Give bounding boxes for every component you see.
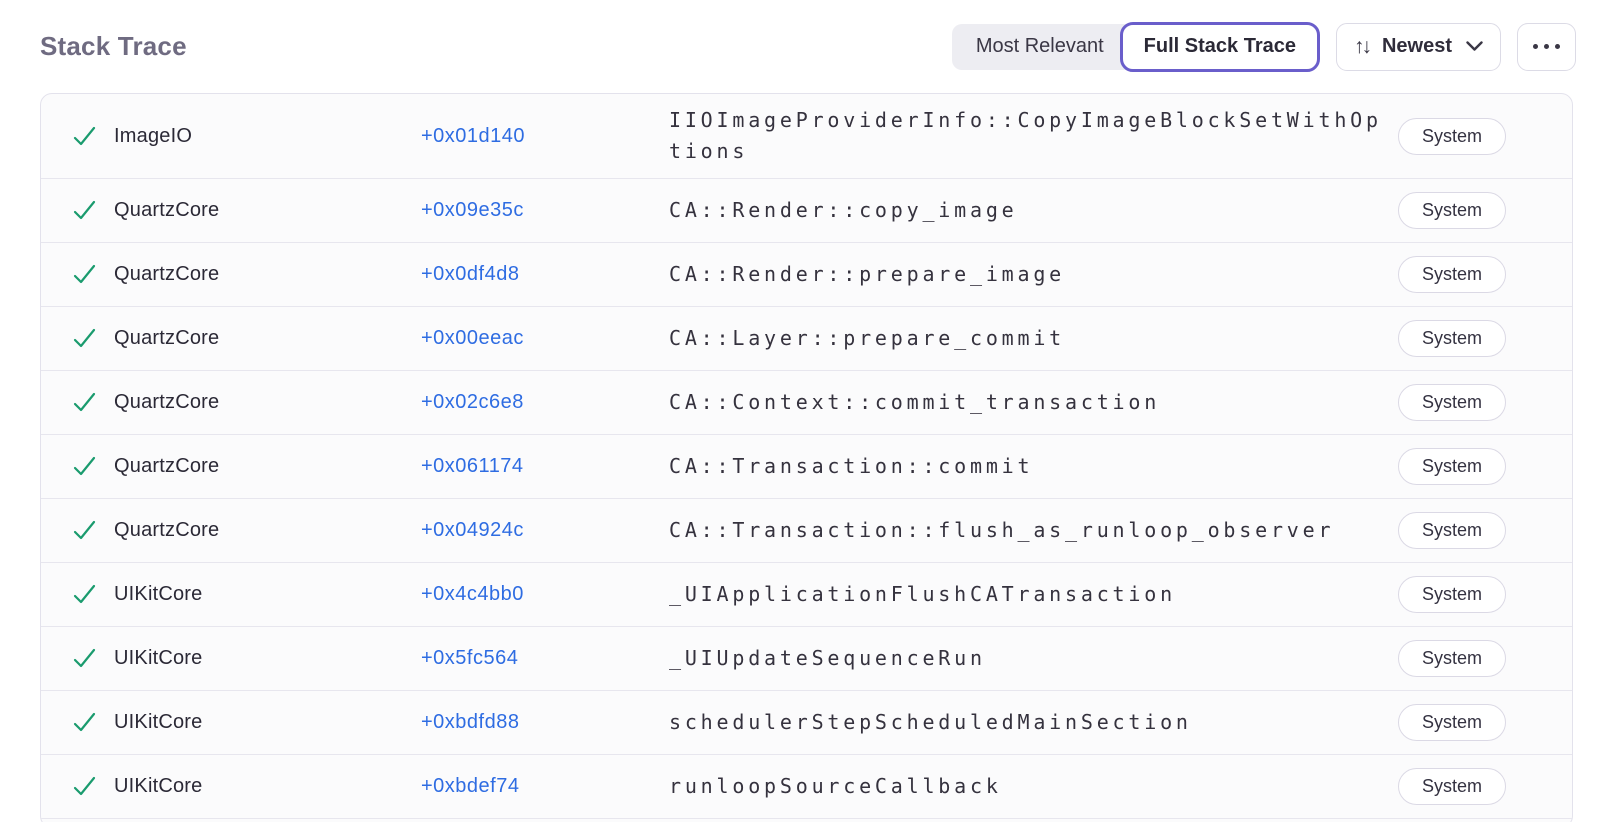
frame-origin-badge: System bbox=[1397, 384, 1506, 421]
stack-frame-row[interactable]: UIKitCore +0xbdfd88 schedulerStepSchedul… bbox=[41, 691, 1572, 755]
frame-module: QuartzCore bbox=[114, 519, 220, 541]
frame-address-link[interactable]: +0x01d140 bbox=[421, 124, 526, 147]
frame-module: QuartzCore bbox=[114, 263, 220, 285]
stack-frame-row[interactable]: UIKitCore +0xbdef74 runloopSourceCallbac… bbox=[41, 755, 1572, 819]
stack-frame-row[interactable]: QuartzCore +0x00eeac CA::Layer::prepare_… bbox=[41, 307, 1572, 371]
check-icon bbox=[71, 517, 114, 544]
frame-module: QuartzCore bbox=[114, 455, 220, 477]
frame-address-link[interactable]: +0xbdfd88 bbox=[421, 711, 520, 733]
check-icon bbox=[71, 453, 114, 480]
frame-origin-badge: System bbox=[1397, 512, 1506, 549]
frame-function: CA::Render::prepare_image bbox=[669, 262, 1066, 286]
check-icon bbox=[71, 261, 114, 288]
stack-frame-row[interactable]: QuartzCore +0x09e35c CA::Render::copy_im… bbox=[41, 179, 1572, 243]
stack-trace-table: ImageIO +0x01d140 IIOImageProviderInfo::… bbox=[40, 93, 1573, 822]
frame-module: ImageIO bbox=[114, 124, 193, 147]
check-icon bbox=[71, 123, 114, 150]
ellipsis-icon bbox=[1555, 44, 1560, 49]
frame-function: _UIApplicationFlushCATransaction bbox=[669, 582, 1176, 606]
frame-function: CA::Render::copy_image bbox=[669, 198, 1018, 222]
frame-origin-badge: System bbox=[1397, 192, 1506, 229]
frame-function: CA::Context::commit_transaction bbox=[669, 390, 1161, 414]
check-icon bbox=[71, 325, 114, 352]
sort-label: Newest bbox=[1381, 35, 1452, 57]
frame-origin-badge: System bbox=[1397, 117, 1506, 155]
check-icon bbox=[71, 709, 114, 736]
frame-origin-badge: System bbox=[1397, 256, 1506, 293]
frame-origin-badge: System bbox=[1397, 768, 1506, 805]
frame-origin-badge: System bbox=[1397, 320, 1506, 357]
check-icon bbox=[71, 197, 114, 224]
frame-function: runloopSourceCallback bbox=[669, 774, 1002, 798]
frame-module: UIKitCore bbox=[114, 647, 203, 669]
frame-address-link[interactable]: +0x0df4d8 bbox=[421, 263, 520, 285]
frame-module: UIKitCore bbox=[114, 583, 203, 605]
check-icon bbox=[71, 645, 114, 672]
check-icon bbox=[71, 773, 114, 800]
frame-function: CA::Transaction::commit bbox=[669, 454, 1034, 478]
frame-function: _UIUpdateSequenceRun bbox=[669, 646, 986, 670]
full-stack-trace-tab[interactable]: Full Stack Trace bbox=[1119, 21, 1320, 72]
frame-address-link[interactable]: +0x5fc564 bbox=[421, 647, 519, 669]
check-icon bbox=[71, 389, 114, 416]
ellipsis-icon bbox=[1533, 44, 1538, 49]
header-controls: Most Relevant Full Stack Trace ↑↓ Newest bbox=[951, 21, 1576, 72]
stack-frame-row[interactable]: QuartzCore +0x061174 CA::Transaction::co… bbox=[41, 435, 1572, 499]
frame-function: CA::Layer::prepare_commit bbox=[669, 326, 1066, 350]
frame-module: QuartzCore bbox=[114, 199, 220, 221]
stack-frame-row[interactable]: UIKitCore +0x5fc564 _UIUpdateSequenceRun… bbox=[41, 627, 1572, 691]
frame-module: UIKitCore bbox=[114, 775, 203, 797]
stack-frame-row[interactable]: QuartzCore +0x04924c CA::Transaction::fl… bbox=[41, 499, 1572, 563]
stack-frame-row[interactable]: QuartzCore +0x02c6e8 CA::Context::commit… bbox=[41, 371, 1572, 435]
frame-address-link[interactable]: +0x4c4bb0 bbox=[421, 583, 524, 605]
frame-address-link[interactable]: +0x02c6e8 bbox=[421, 391, 524, 413]
frame-address-link[interactable]: +0x09e35c bbox=[421, 199, 524, 221]
sort-dropdown[interactable]: ↑↓ Newest bbox=[1335, 22, 1501, 71]
stack-frame-row[interactable]: ImageIO +0x01d140 IIOImageProviderInfo::… bbox=[41, 94, 1572, 179]
frame-origin-badge: System bbox=[1397, 448, 1506, 485]
frame-address-link[interactable]: +0xbdef74 bbox=[421, 775, 520, 797]
frame-address-link[interactable]: +0x00eeac bbox=[421, 327, 524, 349]
chevron-down-icon bbox=[1466, 41, 1483, 51]
frame-address-link[interactable]: +0x04924c bbox=[421, 519, 524, 541]
frame-address-link[interactable]: +0x061174 bbox=[421, 455, 524, 477]
frame-origin-badge: System bbox=[1397, 576, 1506, 613]
stack-frame-row[interactable]: UIKitCore +0x4c4bb0 _UIApplicationFlushC… bbox=[41, 563, 1572, 627]
frame-module: QuartzCore bbox=[114, 327, 220, 349]
view-toggle: Most Relevant Full Stack Trace bbox=[951, 21, 1320, 72]
most-relevant-tab[interactable]: Most Relevant bbox=[951, 23, 1142, 70]
frame-function: CA::Transaction::flush_as_runloop_observ… bbox=[669, 518, 1335, 542]
frame-module: QuartzCore bbox=[114, 391, 220, 413]
frame-module: UIKitCore bbox=[114, 711, 203, 733]
sort-arrows-icon: ↑↓ bbox=[1353, 34, 1372, 58]
stack-trace-header: Stack Trace Most Relevant Full Stack Tra… bbox=[0, 0, 1614, 93]
check-icon bbox=[71, 581, 114, 608]
stack-frame-row[interactable]: QuartzCore +0x0df4d8 CA::Render::prepare… bbox=[41, 243, 1572, 307]
frame-origin-badge: System bbox=[1397, 704, 1506, 741]
frame-function: IIOImageProviderInfo::CopyImageBlockSetW… bbox=[669, 108, 1382, 163]
frame-function: schedulerStepScheduledMainSection bbox=[669, 710, 1192, 734]
frame-origin-badge: System bbox=[1397, 640, 1506, 677]
ellipsis-icon bbox=[1544, 44, 1549, 49]
page-title: Stack Trace bbox=[40, 31, 187, 61]
more-options-button[interactable] bbox=[1517, 22, 1576, 71]
